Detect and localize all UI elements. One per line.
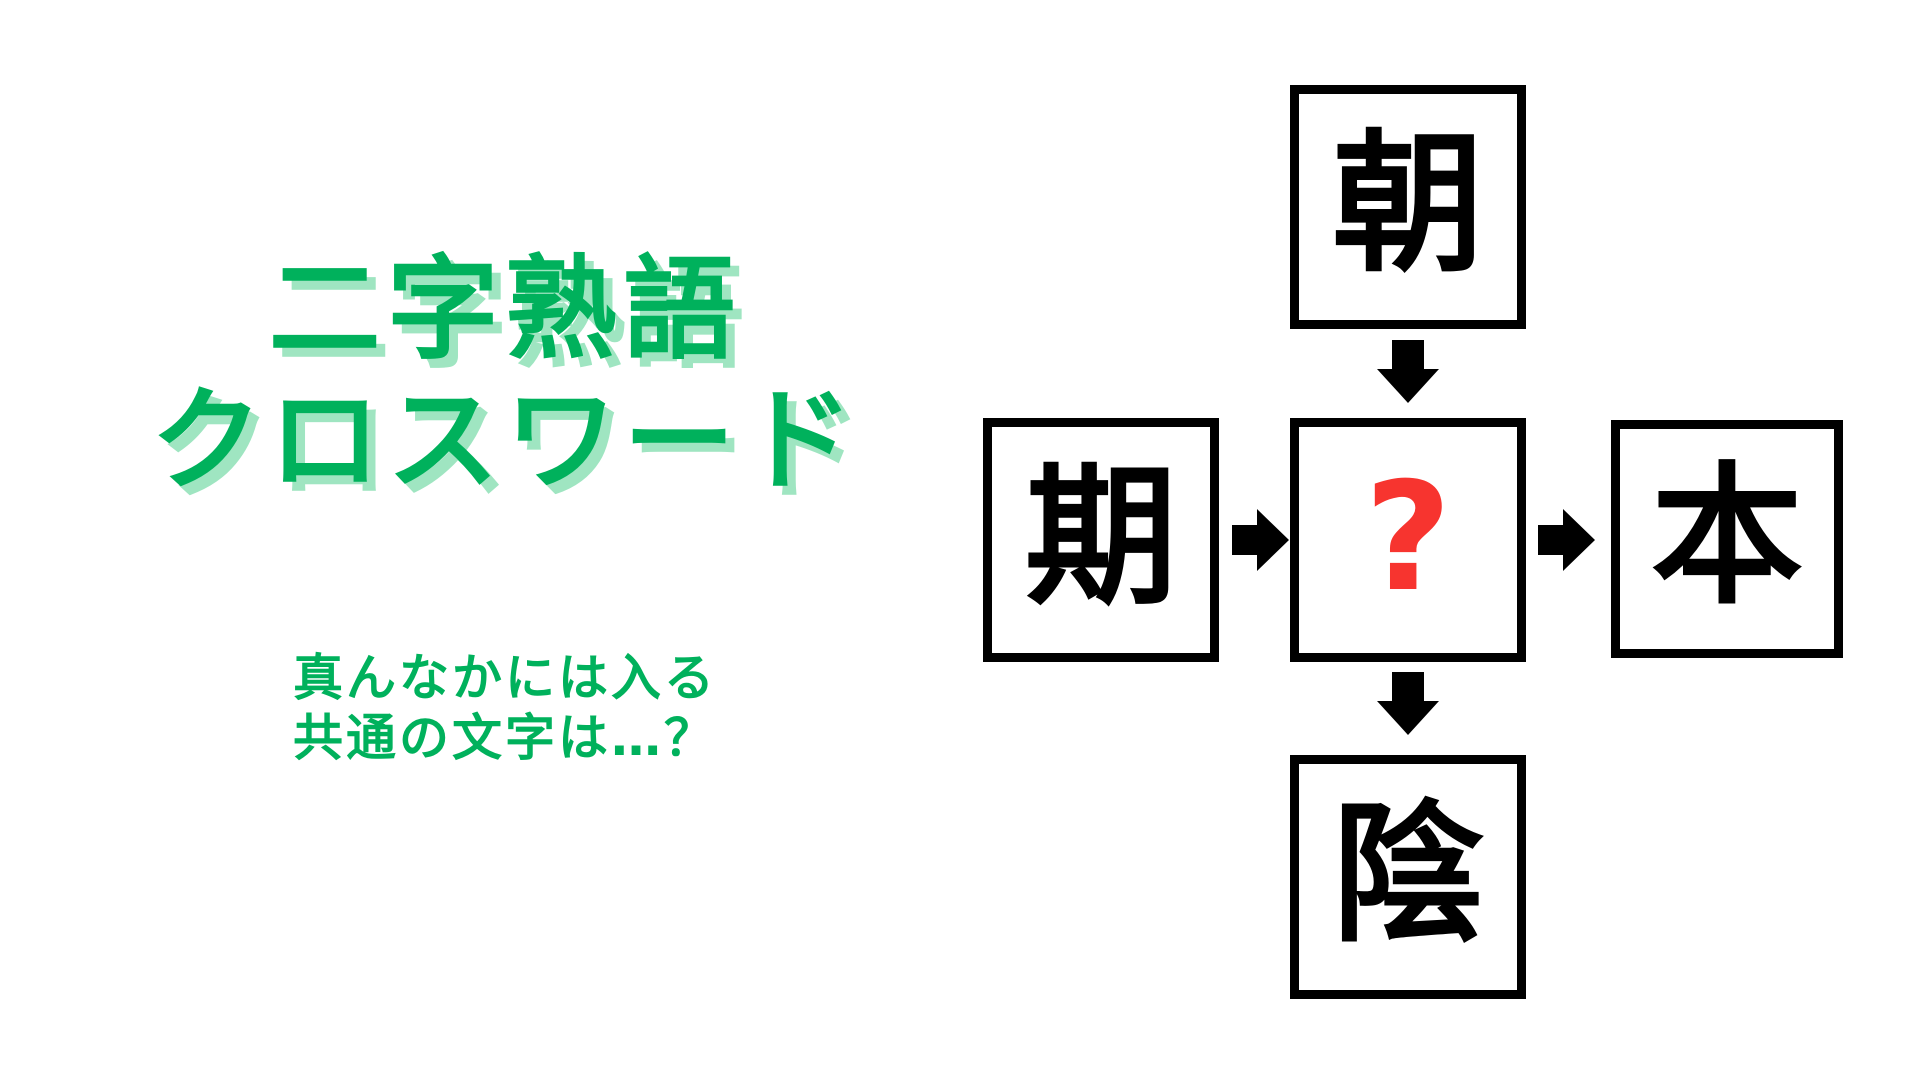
subtitle-line-2: 共通の文字は…？ bbox=[293, 709, 717, 767]
arrow-shaft bbox=[1392, 340, 1424, 370]
arrow-head bbox=[1377, 701, 1439, 735]
puzzle-cell-right-glyph: 本 bbox=[1651, 448, 1803, 625]
kanji-crossword-diagram: 朝 期 ? 本 陰 bbox=[960, 0, 1920, 1080]
puzzle-cell-bottom-glyph: 陰 bbox=[1332, 786, 1484, 963]
puzzle-cell-center-question-mark: ? bbox=[1364, 451, 1452, 625]
title-line-2: クロスワード bbox=[150, 376, 860, 507]
puzzle-cell-right[interactable]: 本 bbox=[1611, 420, 1843, 658]
puzzle-cell-left[interactable]: 期 bbox=[983, 418, 1219, 662]
subtitle-block: 真んなかには入る 共通の文字は…？ bbox=[0, 648, 1010, 768]
arrow-head bbox=[1377, 369, 1439, 403]
arrow-head bbox=[1257, 509, 1289, 571]
title-line-1: 二字熟語 bbox=[268, 245, 742, 375]
puzzle-cell-top-glyph: 朝 bbox=[1332, 116, 1484, 293]
arrow-shaft bbox=[1232, 525, 1258, 555]
arrow-shaft bbox=[1392, 672, 1424, 702]
puzzle-cell-center[interactable]: ? bbox=[1290, 418, 1526, 662]
arrow-head bbox=[1563, 509, 1595, 571]
subtitle-line-1: 真んなかには入る bbox=[293, 649, 717, 707]
puzzle-cell-left-glyph: 期 bbox=[1025, 449, 1177, 626]
title-block: 二字熟語 クロスワード bbox=[0, 245, 1010, 507]
puzzle-cell-bottom[interactable]: 陰 bbox=[1290, 755, 1526, 999]
puzzle-cell-top[interactable]: 朝 bbox=[1290, 85, 1526, 329]
arrow-shaft bbox=[1538, 525, 1564, 555]
